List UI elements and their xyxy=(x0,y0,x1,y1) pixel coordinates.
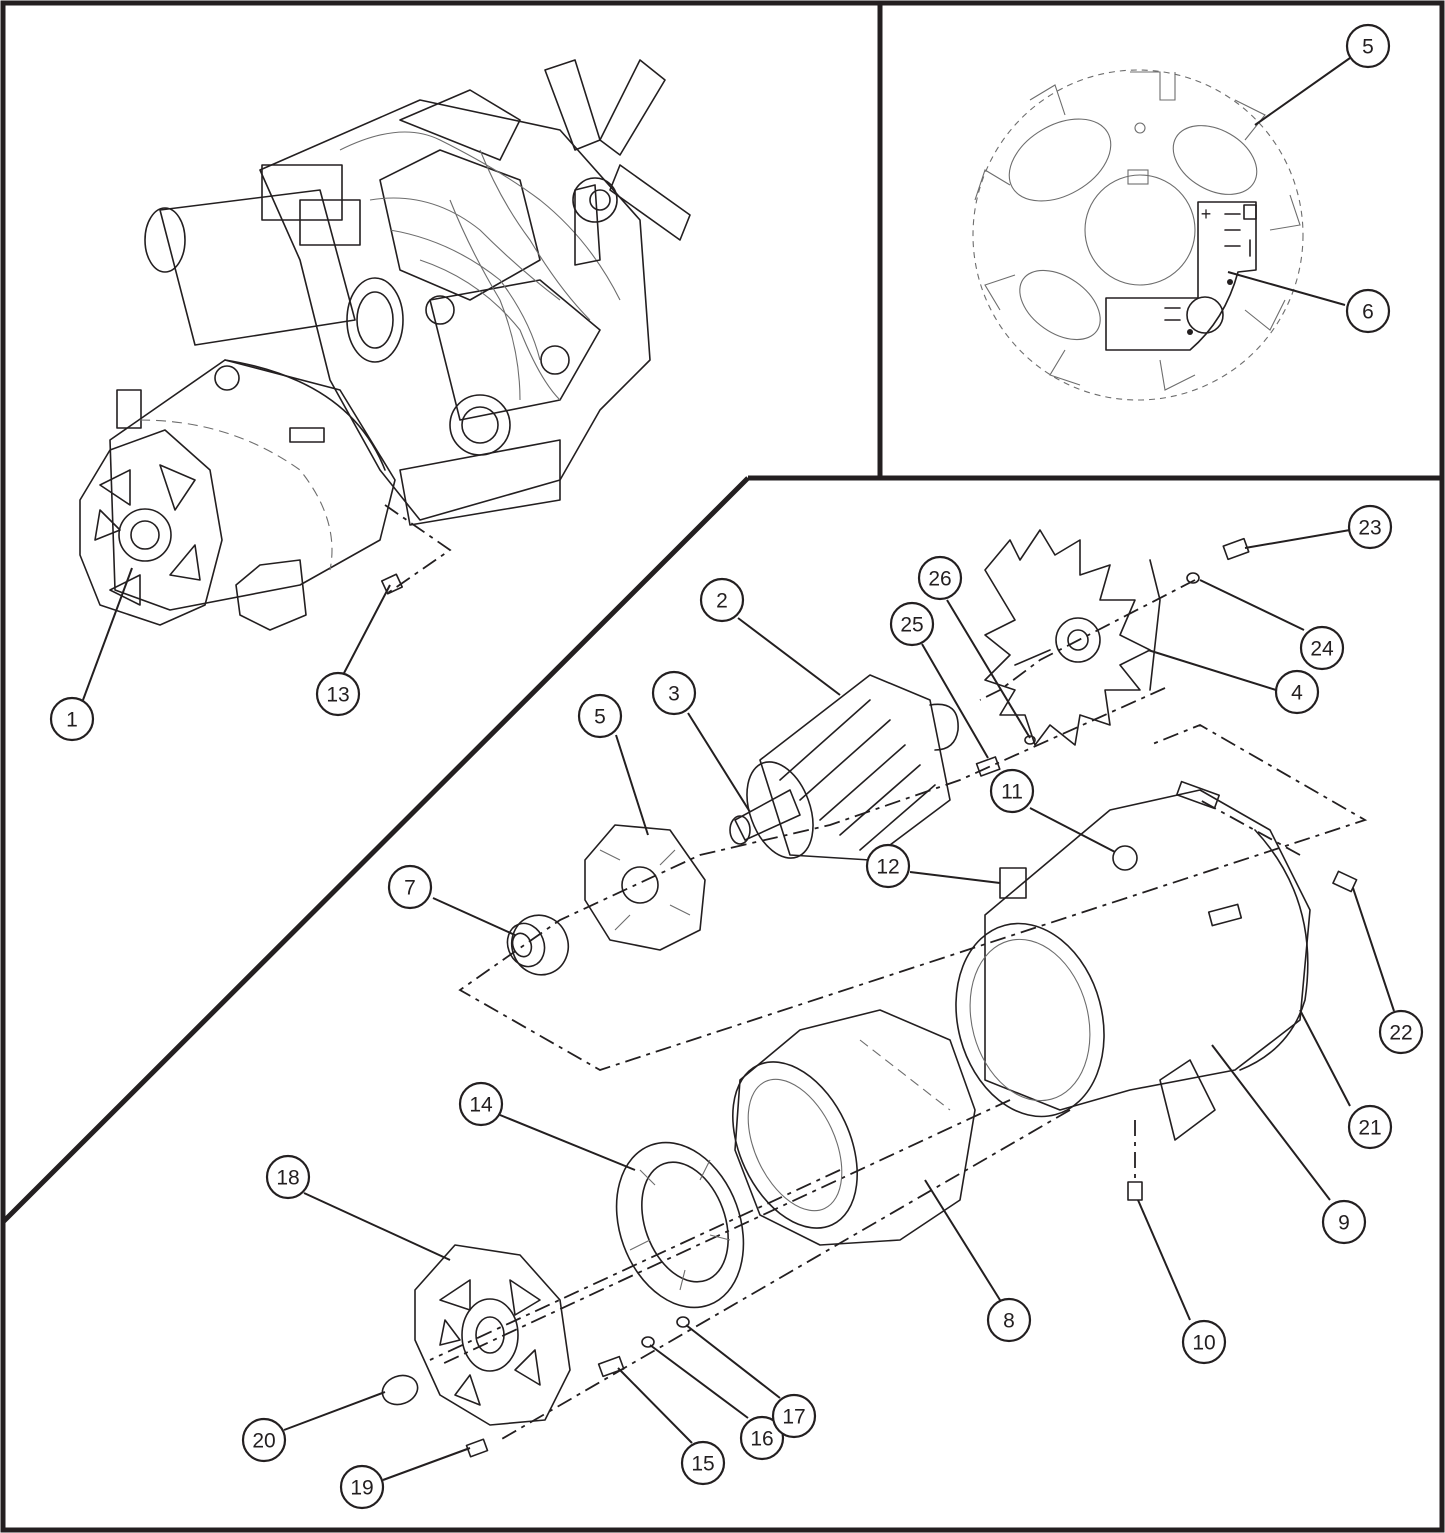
panel-divider-diagonal xyxy=(1,476,750,1224)
callout-13: 13 xyxy=(315,671,361,717)
callout-4: 4 xyxy=(1274,669,1320,715)
callout-label: 12 xyxy=(876,856,899,879)
stator-drawing xyxy=(732,1009,976,1246)
callout-7: 7 xyxy=(387,864,433,910)
callout-6: 6 xyxy=(1345,288,1391,334)
callout-label: 21 xyxy=(1358,1117,1381,1140)
bearing-drawing xyxy=(506,914,570,976)
leader-lines xyxy=(82,57,1395,1481)
callout-14: 14 xyxy=(458,1081,504,1127)
callout-10: 10 xyxy=(1181,1319,1227,1365)
callout-1: 1 xyxy=(49,696,95,742)
callout-label: 18 xyxy=(276,1167,299,1190)
fan-hardware-drawing xyxy=(975,537,1250,777)
generator-housing-drawing xyxy=(109,359,396,631)
muffler-drawing xyxy=(144,189,404,363)
bolt-13-drawing xyxy=(380,504,452,596)
callout-label: 1 xyxy=(66,709,78,732)
callout-17: 17 xyxy=(771,1393,817,1439)
callout-label: 24 xyxy=(1310,638,1334,661)
callout-label: 5 xyxy=(1362,36,1374,59)
callout-label: 3 xyxy=(668,683,680,706)
small-hardware-drawing xyxy=(465,1316,690,1458)
callout-20: 20 xyxy=(241,1417,287,1463)
cooling-fan-drawing xyxy=(984,529,1161,746)
callout-15: 15 xyxy=(680,1440,726,1486)
callout-label: 16 xyxy=(750,1428,773,1451)
callout-label: 15 xyxy=(691,1453,714,1476)
assembly-axis-lines xyxy=(429,579,1368,1441)
callout-label: 26 xyxy=(928,568,951,591)
callout-label: 20 xyxy=(252,1430,275,1453)
callout-label: 6 xyxy=(1362,301,1374,324)
callout-label: 9 xyxy=(1338,1212,1350,1235)
pcb-plus-mark: + xyxy=(1201,204,1212,224)
lamination-detail-inset: + xyxy=(972,69,1304,401)
callout-label: 14 xyxy=(469,1094,493,1117)
callout-label: 19 xyxy=(350,1477,373,1500)
callout-5-inset: 5 xyxy=(1345,23,1391,69)
pcb-drawing: + xyxy=(1105,201,1257,351)
engine-block-drawing xyxy=(259,89,651,526)
shaft-drawing xyxy=(729,789,801,845)
callout-9: 9 xyxy=(1321,1199,1367,1245)
callout-21: 21 xyxy=(1347,1104,1393,1150)
callout-16: 16 xyxy=(739,1415,785,1461)
callout-label: 4 xyxy=(1291,682,1303,705)
end-bell-drawing xyxy=(79,429,223,626)
callout-label: 8 xyxy=(1003,1310,1015,1333)
callout-26: 26 xyxy=(917,555,963,601)
lamination-small-drawing xyxy=(584,824,706,951)
adapter-housing-drawing xyxy=(955,780,1358,1201)
callout-label: 17 xyxy=(782,1406,805,1429)
callout-label: 2 xyxy=(716,590,728,613)
callout-label: 13 xyxy=(326,684,349,707)
callout-12: 12 xyxy=(865,843,911,889)
lamination-drawing xyxy=(972,69,1304,401)
exploded-view xyxy=(381,529,1368,1458)
callout-5-main: 5 xyxy=(577,693,623,739)
callout-23: 23 xyxy=(1347,504,1393,550)
callout-label: 23 xyxy=(1358,517,1381,540)
callout-19: 19 xyxy=(339,1464,385,1510)
callouts: 1 2 3 4 5 5 6 7 8 9 10 11 12 13 14 15 16… xyxy=(49,23,1424,1510)
engine-fan-drawing xyxy=(544,59,691,266)
callout-3: 3 xyxy=(651,670,697,716)
callout-18: 18 xyxy=(265,1154,311,1200)
callout-25: 25 xyxy=(889,601,935,647)
callout-22: 22 xyxy=(1378,1009,1424,1055)
callout-2: 2 xyxy=(699,577,745,623)
callout-11: 11 xyxy=(989,768,1035,814)
callout-label: 25 xyxy=(900,614,923,637)
callout-8: 8 xyxy=(986,1297,1032,1343)
callout-label: 7 xyxy=(404,877,416,900)
exciter-stator-drawing xyxy=(615,1141,745,1309)
callout-label: 5 xyxy=(594,706,606,729)
callout-24: 24 xyxy=(1299,625,1345,671)
rotor-drawing xyxy=(746,674,959,861)
cover-plate-drawing xyxy=(381,1374,419,1406)
callout-label: 10 xyxy=(1192,1332,1215,1355)
callout-label: 11 xyxy=(1001,781,1023,804)
engine-generator-assembly xyxy=(79,59,691,631)
end-bell-exploded-drawing xyxy=(414,1244,571,1426)
callout-label: 22 xyxy=(1389,1022,1412,1045)
